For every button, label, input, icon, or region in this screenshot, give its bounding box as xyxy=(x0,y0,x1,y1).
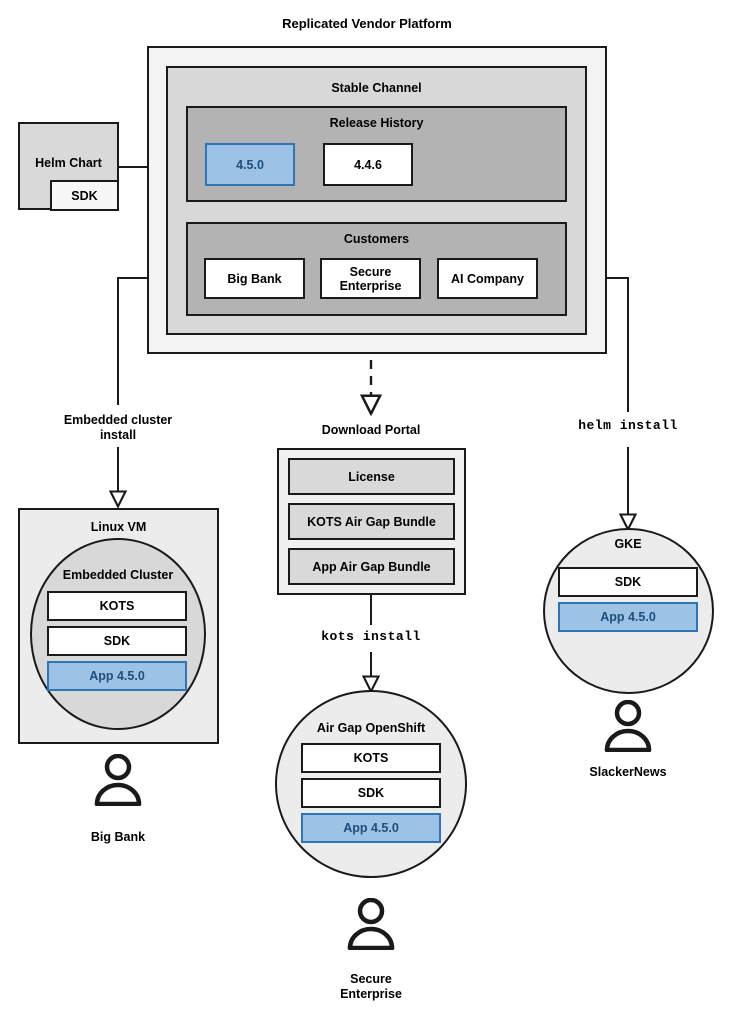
linux-vm-component-app[interactable]: App 4.5.0 xyxy=(47,661,187,691)
customer-caption-big-bank: Big Bank xyxy=(90,830,146,844)
customer-label: Secure Enterprise xyxy=(339,264,402,293)
person-icon-slackernews xyxy=(604,700,652,752)
customer-label: Big Bank xyxy=(227,271,282,286)
component-label: App 4.5.0 xyxy=(343,821,399,835)
helm-chart-label: Helm Chart xyxy=(35,156,102,170)
component-label: KOTS xyxy=(353,751,389,765)
page-title: Replicated Vendor Platform xyxy=(282,16,452,31)
linux-vm-component-sdk[interactable]: SDK xyxy=(47,626,187,656)
stable-channel-title: Stable Channel xyxy=(331,81,422,95)
artifact-label: App Air Gap Bundle xyxy=(312,559,431,574)
linux-vm-component-kots[interactable]: KOTS xyxy=(47,591,187,621)
artifact-label: License xyxy=(348,469,395,484)
customer-caption-secure-enterprise: Secure Enterprise xyxy=(340,972,402,1001)
airgap-component-sdk[interactable]: SDK xyxy=(301,778,441,808)
component-label: SDK xyxy=(614,575,642,589)
release-version-label: 4.5.0 xyxy=(236,157,264,172)
customer-caption-slackernews: SlackerNews xyxy=(589,765,667,779)
release-chip-4-5-0[interactable]: 4.5.0 xyxy=(205,143,295,186)
component-label: KOTS xyxy=(99,599,135,613)
portal-artifact-app-airgap-bundle[interactable]: App Air Gap Bundle xyxy=(288,548,455,585)
customers-title: Customers xyxy=(343,232,410,246)
embedded-cluster-install-label: Embedded cluster install xyxy=(63,413,173,442)
download-portal-title: Download Portal xyxy=(321,423,421,437)
portal-artifact-kots-airgap-bundle[interactable]: KOTS Air Gap Bundle xyxy=(288,503,455,540)
customer-chip-ai-company[interactable]: AI Company xyxy=(437,258,538,299)
customer-chip-big-bank[interactable]: Big Bank xyxy=(204,258,305,299)
gke-title: GKE xyxy=(614,537,642,551)
helm-chart-box[interactable]: Helm Chart xyxy=(18,122,119,210)
gke-component-app[interactable]: App 4.5.0 xyxy=(558,602,698,632)
component-label: App 4.5.0 xyxy=(89,669,145,683)
artifact-label: KOTS Air Gap Bundle xyxy=(307,514,436,529)
helm-install-label: helm install xyxy=(578,418,678,433)
kots-install-label: kots install xyxy=(321,629,421,644)
airgap-component-app[interactable]: App 4.5.0 xyxy=(301,813,441,843)
person-icon-big-bank xyxy=(94,754,142,806)
portal-artifact-license[interactable]: License xyxy=(288,458,455,495)
linux-vm-title: Linux VM xyxy=(90,520,147,534)
release-history-title: Release History xyxy=(329,116,424,130)
release-chip-4-4-6[interactable]: 4.4.6 xyxy=(323,143,413,186)
component-label: SDK xyxy=(357,786,385,800)
embedded-cluster-title: Embedded Cluster xyxy=(62,568,174,582)
airgap-component-kots[interactable]: KOTS xyxy=(301,743,441,773)
airgap-openshift-title: Air Gap OpenShift xyxy=(316,721,426,735)
release-version-label: 4.4.6 xyxy=(354,157,382,172)
helm-chart-sdk-label: SDK xyxy=(71,188,98,203)
person-icon-secure-enterprise xyxy=(347,898,395,950)
customer-chip-secure-enterprise[interactable]: Secure Enterprise xyxy=(320,258,421,299)
customer-label: AI Company xyxy=(451,271,524,286)
component-label: SDK xyxy=(103,634,131,648)
helm-chart-sdk-chip[interactable]: SDK xyxy=(50,180,119,211)
gke-component-sdk[interactable]: SDK xyxy=(558,567,698,597)
component-label: App 4.5.0 xyxy=(600,610,656,624)
